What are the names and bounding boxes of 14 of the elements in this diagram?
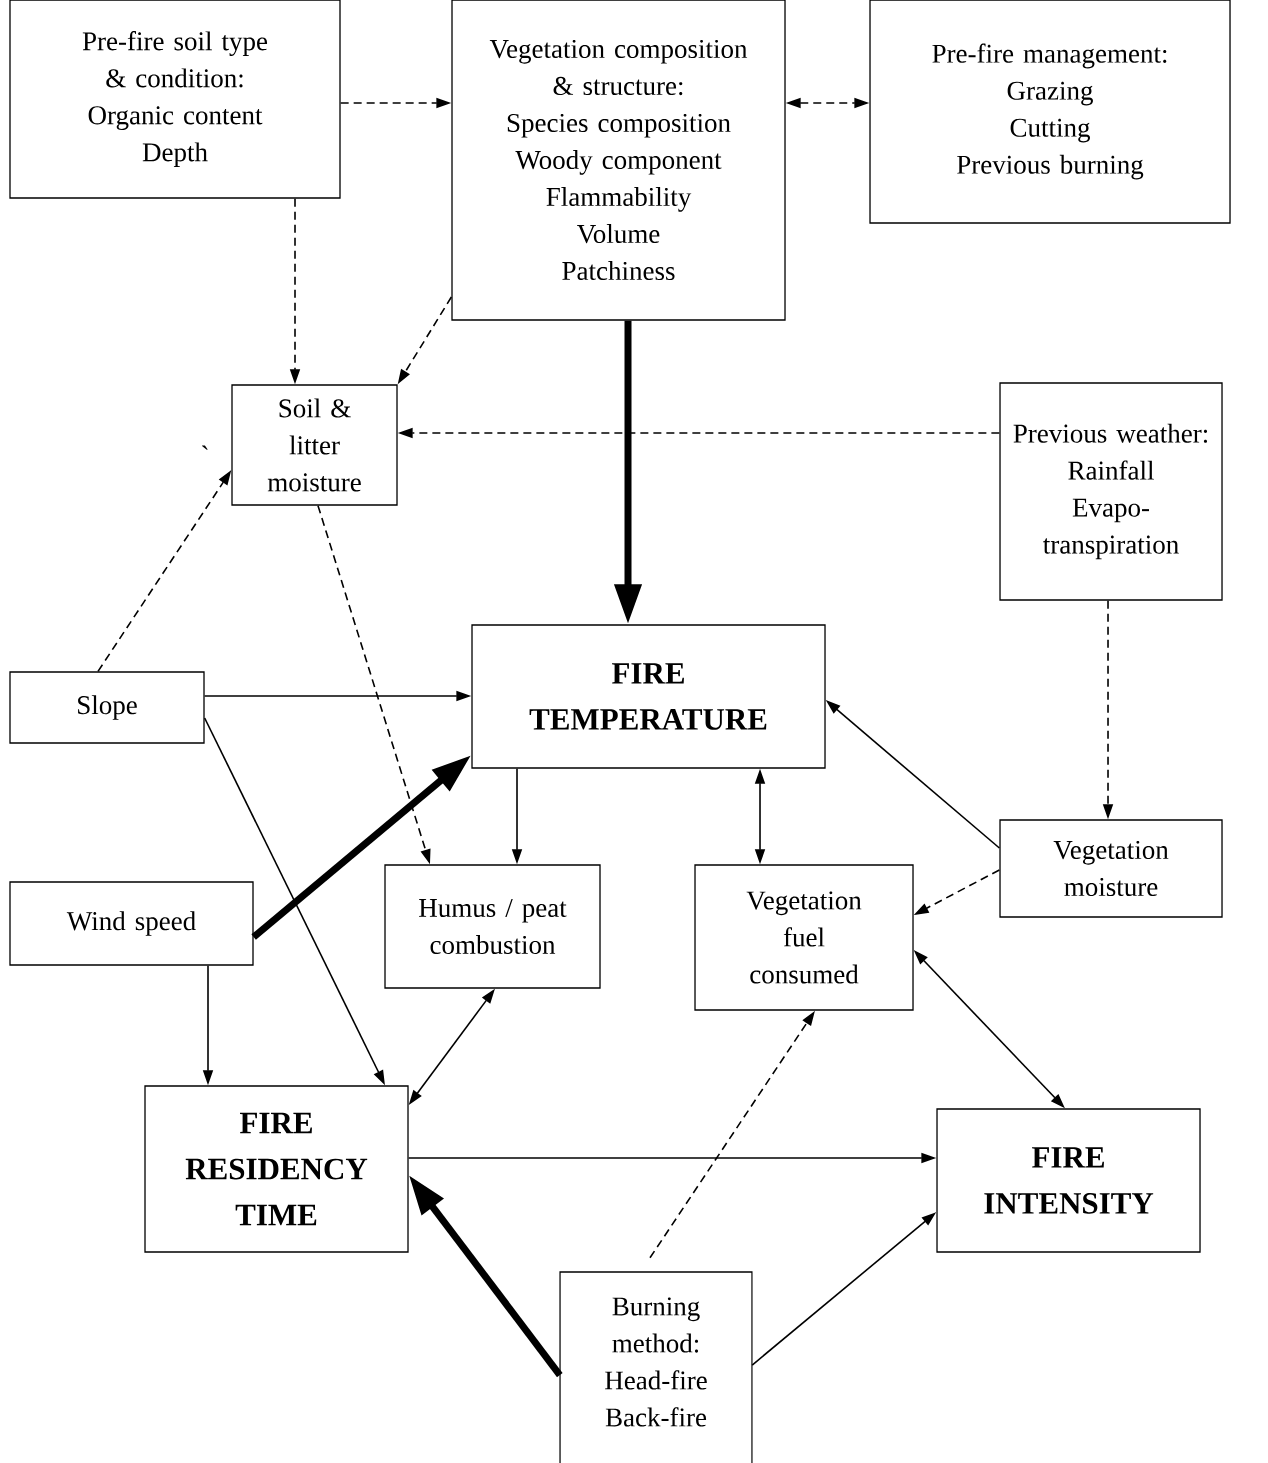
process-box: FIRE RESIDENCY TIME: [144, 1085, 409, 1253]
process-box: Previous weather: Rainfall Evapo-transpiration: [999, 382, 1223, 601]
process-box: Pre-fire management: Grazing Cutting Previous burning: [869, 0, 1231, 224]
process-box: Vegetation moisture: [999, 819, 1223, 918]
process-box: Humus / peat combustion: [384, 864, 601, 989]
process-box: Slope: [9, 671, 205, 744]
process-box: Pre-fire soil type & condition: Organic content Depth: [9, 0, 341, 199]
process-box: Wind speed: [9, 881, 254, 966]
process-box: Burning method: Head-fire Back-fire: [559, 1271, 753, 1463]
process-box: Soil & litter moisture: [231, 384, 398, 506]
process-box: Vegetation composition & structure: Species composition Woody component Flammability Volume Patchiness: [451, 0, 786, 321]
process-box: FIRE INTENSITY: [936, 1108, 1201, 1253]
process-box: Vegetation fuel consumed: [694, 864, 914, 1011]
process-box: FIRE TEMPERATURE: [471, 624, 826, 769]
